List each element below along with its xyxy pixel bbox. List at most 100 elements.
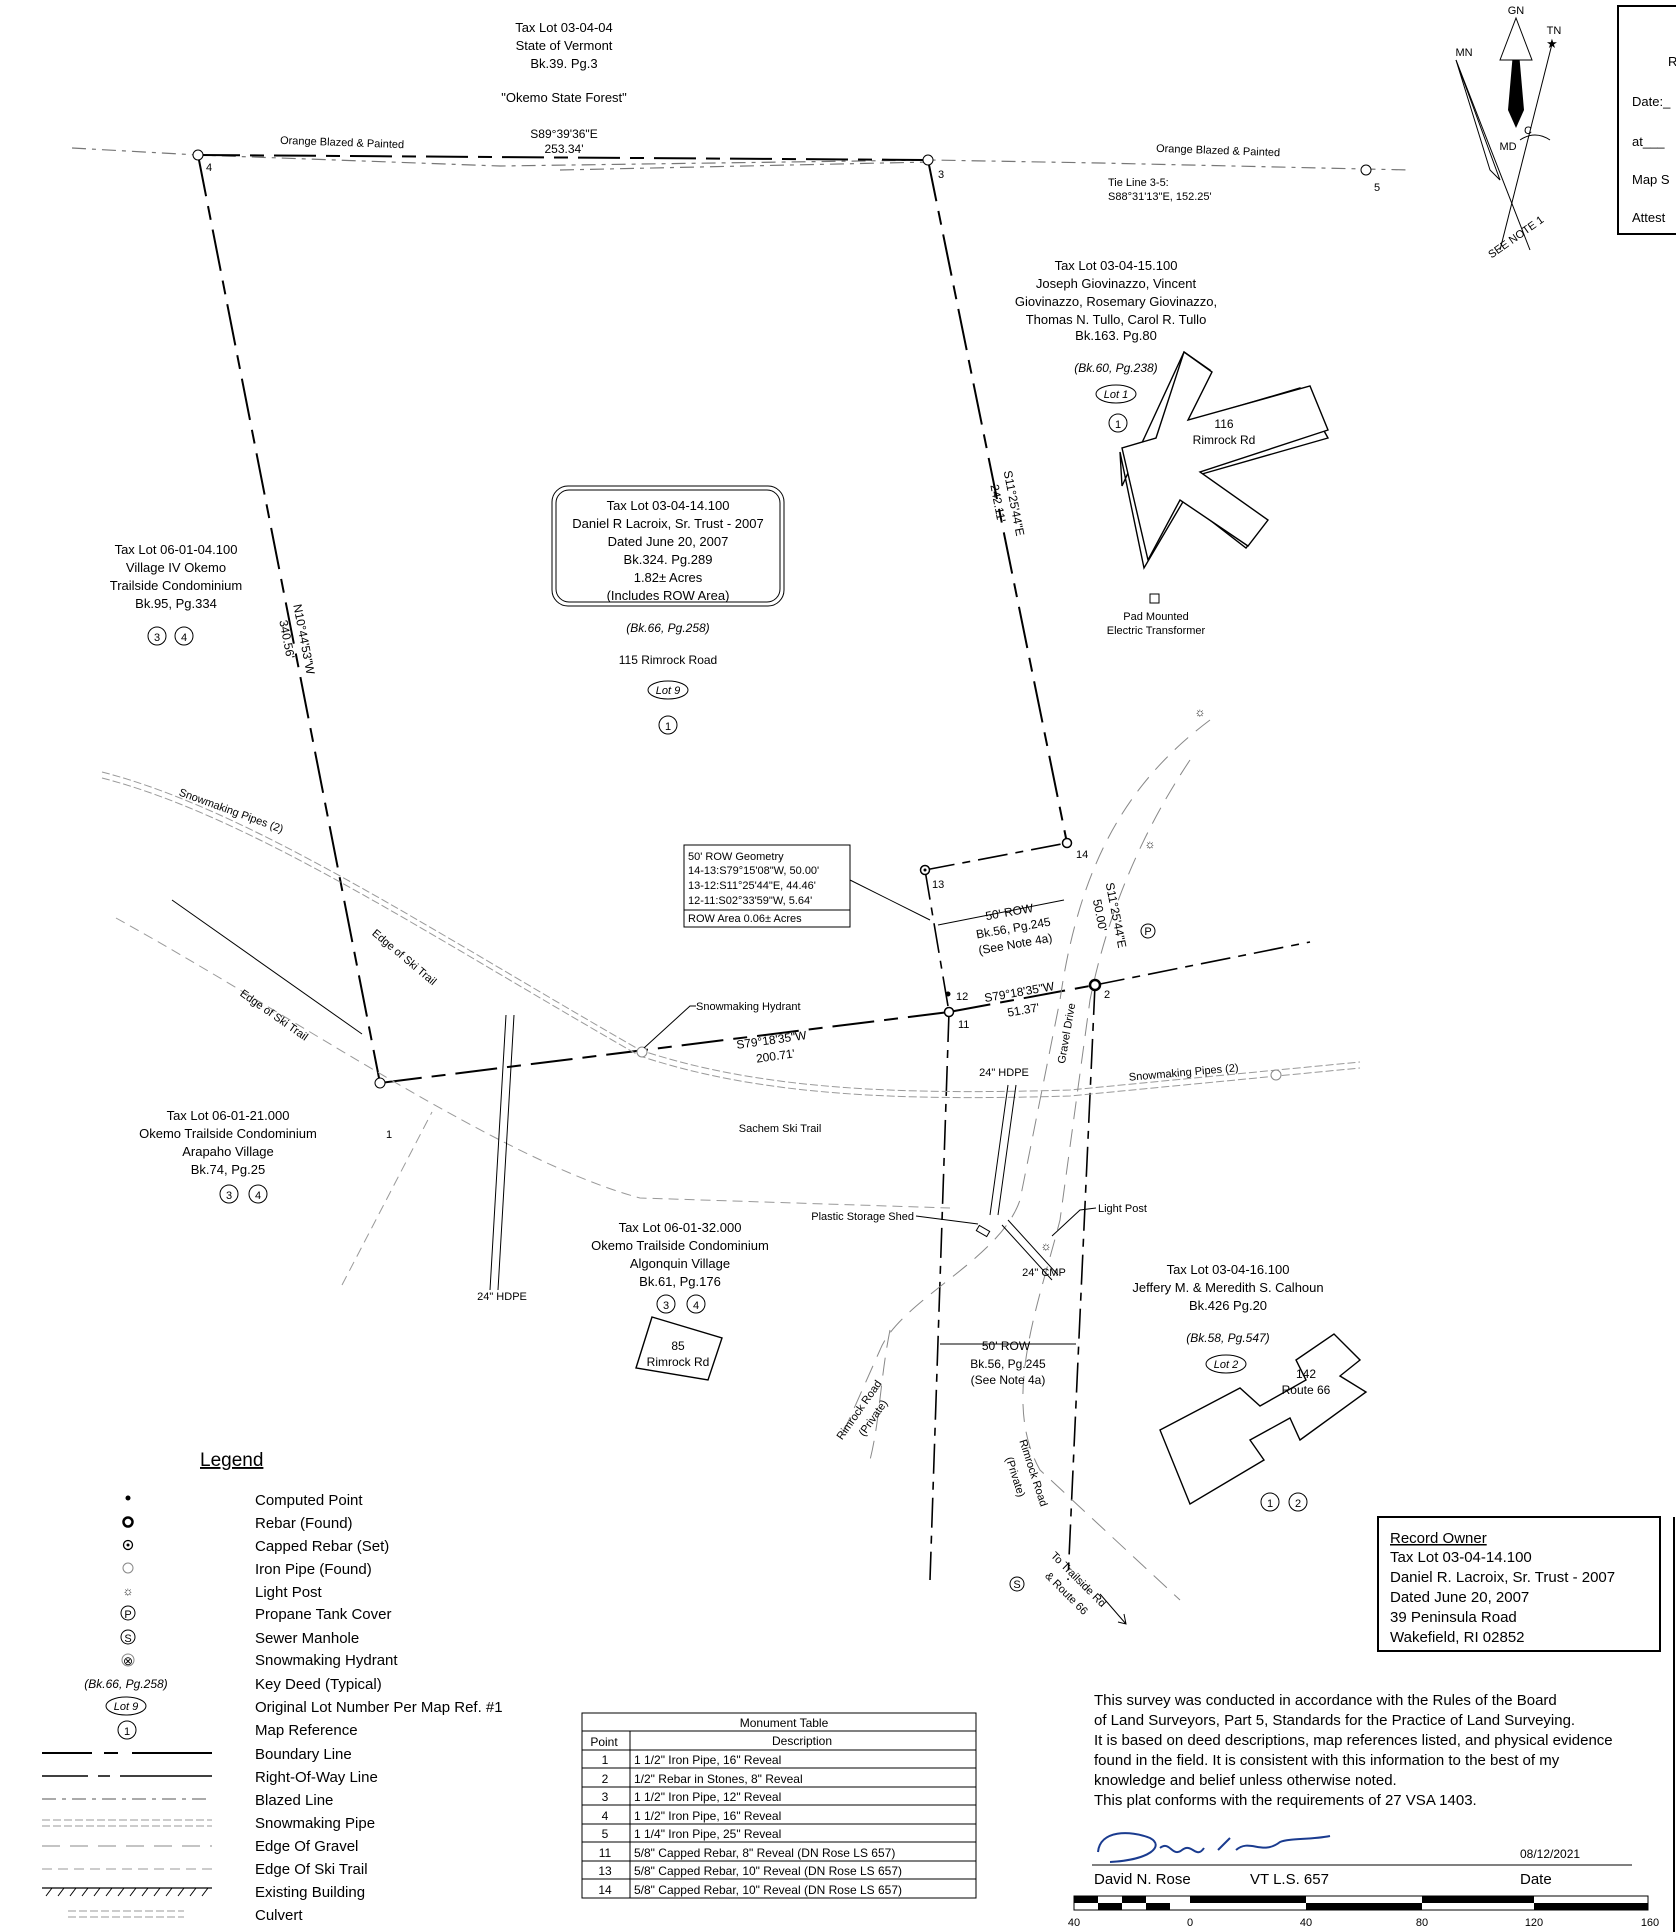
se-lot-oval	[1205, 1354, 1247, 1374]
title-block-attest: Attest	[1632, 210, 1666, 225]
north-md: MD	[1499, 141, 1516, 153]
snowmaking-pipe-2	[101, 777, 1361, 1099]
svg-text:120: 120	[1525, 1917, 1543, 1929]
culvert-3	[1001, 1219, 1059, 1281]
svg-text:Okemo Trailside Condominium: Okemo Trailside Condominium	[139, 1126, 317, 1141]
hydrant-icon-2	[1270, 1069, 1282, 1081]
building-116-cross	[1121, 350, 1329, 562]
light-leader	[1051, 1207, 1097, 1237]
monument-table	[581, 1712, 977, 1899]
light-label: Light Post	[1098, 1203, 1147, 1215]
blazed-line-north	[71, 147, 1411, 171]
gravel-edge-3	[869, 1329, 891, 1461]
svg-text:Bk.163. Pg.80: Bk.163. Pg.80	[1075, 328, 1157, 343]
svg-text:Snowmaking Pipe: Snowmaking Pipe	[255, 1815, 375, 1832]
map-ref-1-se	[1260, 1492, 1280, 1512]
gravel-edge-2	[1022, 759, 1191, 1601]
row-geometry-1: 14-13:S79°15'08"W, 50.00'	[688, 865, 819, 877]
point-4-label: 4	[206, 162, 212, 174]
title-block-date: Date:_	[1632, 94, 1671, 109]
svg-text:Giovinazzo, Rosemary Giovinazz: Giovinazzo, Rosemary Giovinazzo,	[1015, 294, 1217, 309]
blazed-label-east: Orange Blazed & Painted	[1156, 143, 1280, 159]
ne-lot-oval	[1095, 384, 1137, 404]
se-deed: (Bk.58, Pg.547)	[1186, 1331, 1269, 1345]
sachem-label: Sachem Ski Trail	[739, 1123, 822, 1135]
point-14-label: 14	[1076, 849, 1088, 861]
svg-text:11: 11	[599, 1846, 612, 1860]
sewer-manhole-icon	[1009, 1576, 1025, 1592]
row-geometry-2: 13-12:S11°25'44"E, 44.46'	[688, 880, 816, 892]
hydrant-label: Snowmaking Hydrant	[696, 1001, 801, 1013]
svg-text:Rebar (Found): Rebar (Found)	[255, 1515, 353, 1532]
map-ref-3-west	[147, 626, 167, 646]
transformer-label-1: Pad Mounted	[1123, 611, 1188, 623]
certification: This survey was conducted in accordance …	[1094, 1692, 1613, 1809]
culvert-1	[489, 1014, 515, 1291]
map-ref-1-subject	[658, 715, 678, 735]
propane-label: P	[1144, 926, 1151, 938]
svg-text:4: 4	[602, 1809, 609, 1823]
tie-line-value: S88°31'13"E, 152.25'	[1108, 191, 1212, 203]
svg-text:Tax Lot 03-04-16.100: Tax Lot 03-04-16.100	[1167, 1262, 1290, 1277]
iron-pipe-point-3	[922, 154, 934, 166]
lot-west: Tax Lot 06-01-04.100 Village IV Okemo Tr…	[110, 542, 242, 611]
row-label-2c: (See Note 4a)	[971, 1373, 1046, 1387]
north-c: C	[1524, 125, 1532, 137]
se-house-number: 142	[1296, 1367, 1316, 1381]
svg-text:Joseph Giovinazzo, Vincent: Joseph Giovinazzo, Vincent	[1036, 276, 1197, 291]
row-geometry-title: 50' ROW Geometry	[688, 851, 784, 863]
svg-text:Key Deed (Typical): Key Deed (Typical)	[255, 1676, 382, 1693]
computed-point-12	[945, 991, 951, 997]
capped-rebar-point-14	[1061, 837, 1073, 849]
lot-ne: Tax Lot 03-04-15.100 Joseph Giovinazzo, …	[1015, 258, 1217, 343]
record-owner-box	[1377, 1516, 1661, 1652]
title-block-map: Map S	[1632, 172, 1670, 187]
cert-date: 08/12/2021	[1520, 1847, 1580, 1861]
title-block-at: at___	[1632, 134, 1665, 149]
north-distance: 253.34'	[545, 142, 584, 156]
row-line-east-ext	[1094, 941, 1311, 986]
point-12-label: 12	[956, 991, 968, 1003]
row-line-13-11	[924, 869, 950, 1013]
lot-sw: Tax Lot 06-01-21.000 Okemo Trailside Con…	[139, 1108, 317, 1177]
row-geometry-box	[683, 844, 851, 928]
point-2-label: 2	[1104, 989, 1110, 1001]
subject-lot-box-outer	[551, 485, 785, 607]
legend-items: Computed Point Rebar (Found) Capped Reba…	[255, 1492, 503, 1924]
svg-text:1 1/2" Iron Pipe, 12" Reveal: 1 1/2" Iron Pipe, 12" Reveal	[634, 1790, 781, 1804]
legend-s: S	[124, 1633, 131, 1645]
svg-text:Tax Lot 06-01-04.100: Tax Lot 06-01-04.100	[115, 542, 238, 557]
rebar-found-point-2	[1088, 978, 1102, 992]
svg-text:State of Vermont: State of Vermont	[516, 38, 613, 53]
svg-text:80: 80	[1416, 1917, 1428, 1929]
scale-bar	[1073, 1895, 1649, 1911]
svg-text:Bk.39. Pg.3: Bk.39. Pg.3	[530, 56, 597, 71]
south2-distance: 51.37'	[1006, 1000, 1040, 1019]
ne-lot-number: Lot 1	[1104, 389, 1128, 401]
point-11-label: 11	[958, 1019, 969, 1031]
monument-table-title: Monument Table	[740, 1716, 829, 1730]
svg-text:Dated June 20, 2007: Dated June 20, 2007	[1390, 1589, 1529, 1606]
svg-text:3: 3	[602, 1790, 609, 1804]
ski-label-2: Edge of Ski Trail	[237, 988, 309, 1044]
map-ref-2-se	[1288, 1492, 1308, 1512]
point-5-label: 5	[1374, 182, 1380, 194]
svg-text:Village IV Okemo: Village IV Okemo	[126, 560, 226, 575]
svg-text:Bk.61, Pg.176: Bk.61, Pg.176	[639, 1274, 721, 1289]
north-mn: MN	[1455, 47, 1472, 59]
light-post-icon: ☼	[1195, 705, 1206, 719]
blazed-line-north-2	[559, 161, 931, 171]
svg-text:40: 40	[1300, 1917, 1312, 1929]
gravel-label: Gravel Drive	[1056, 1002, 1078, 1064]
hydrant-icon	[636, 1046, 648, 1058]
scale-bar-ticks: 40 0 40 80 120 160	[1068, 1917, 1659, 1929]
svg-text:Arapaho Village: Arapaho Village	[182, 1144, 274, 1159]
svg-text:2: 2	[602, 1772, 609, 1786]
map-ref-3-south	[656, 1294, 676, 1314]
svg-text:This survey was conducted in a: This survey was conducted in accordance …	[1094, 1692, 1557, 1709]
pipes-label-east: Snowmaking Pipes (2)	[1128, 1062, 1239, 1084]
transformer-icon	[1149, 593, 1160, 604]
map-ref-3-south-label: 3	[663, 1300, 669, 1312]
svg-text:Jeffery M. & Meredith S. Calho: Jeffery M. & Meredith S. Calhoun	[1132, 1280, 1323, 1295]
